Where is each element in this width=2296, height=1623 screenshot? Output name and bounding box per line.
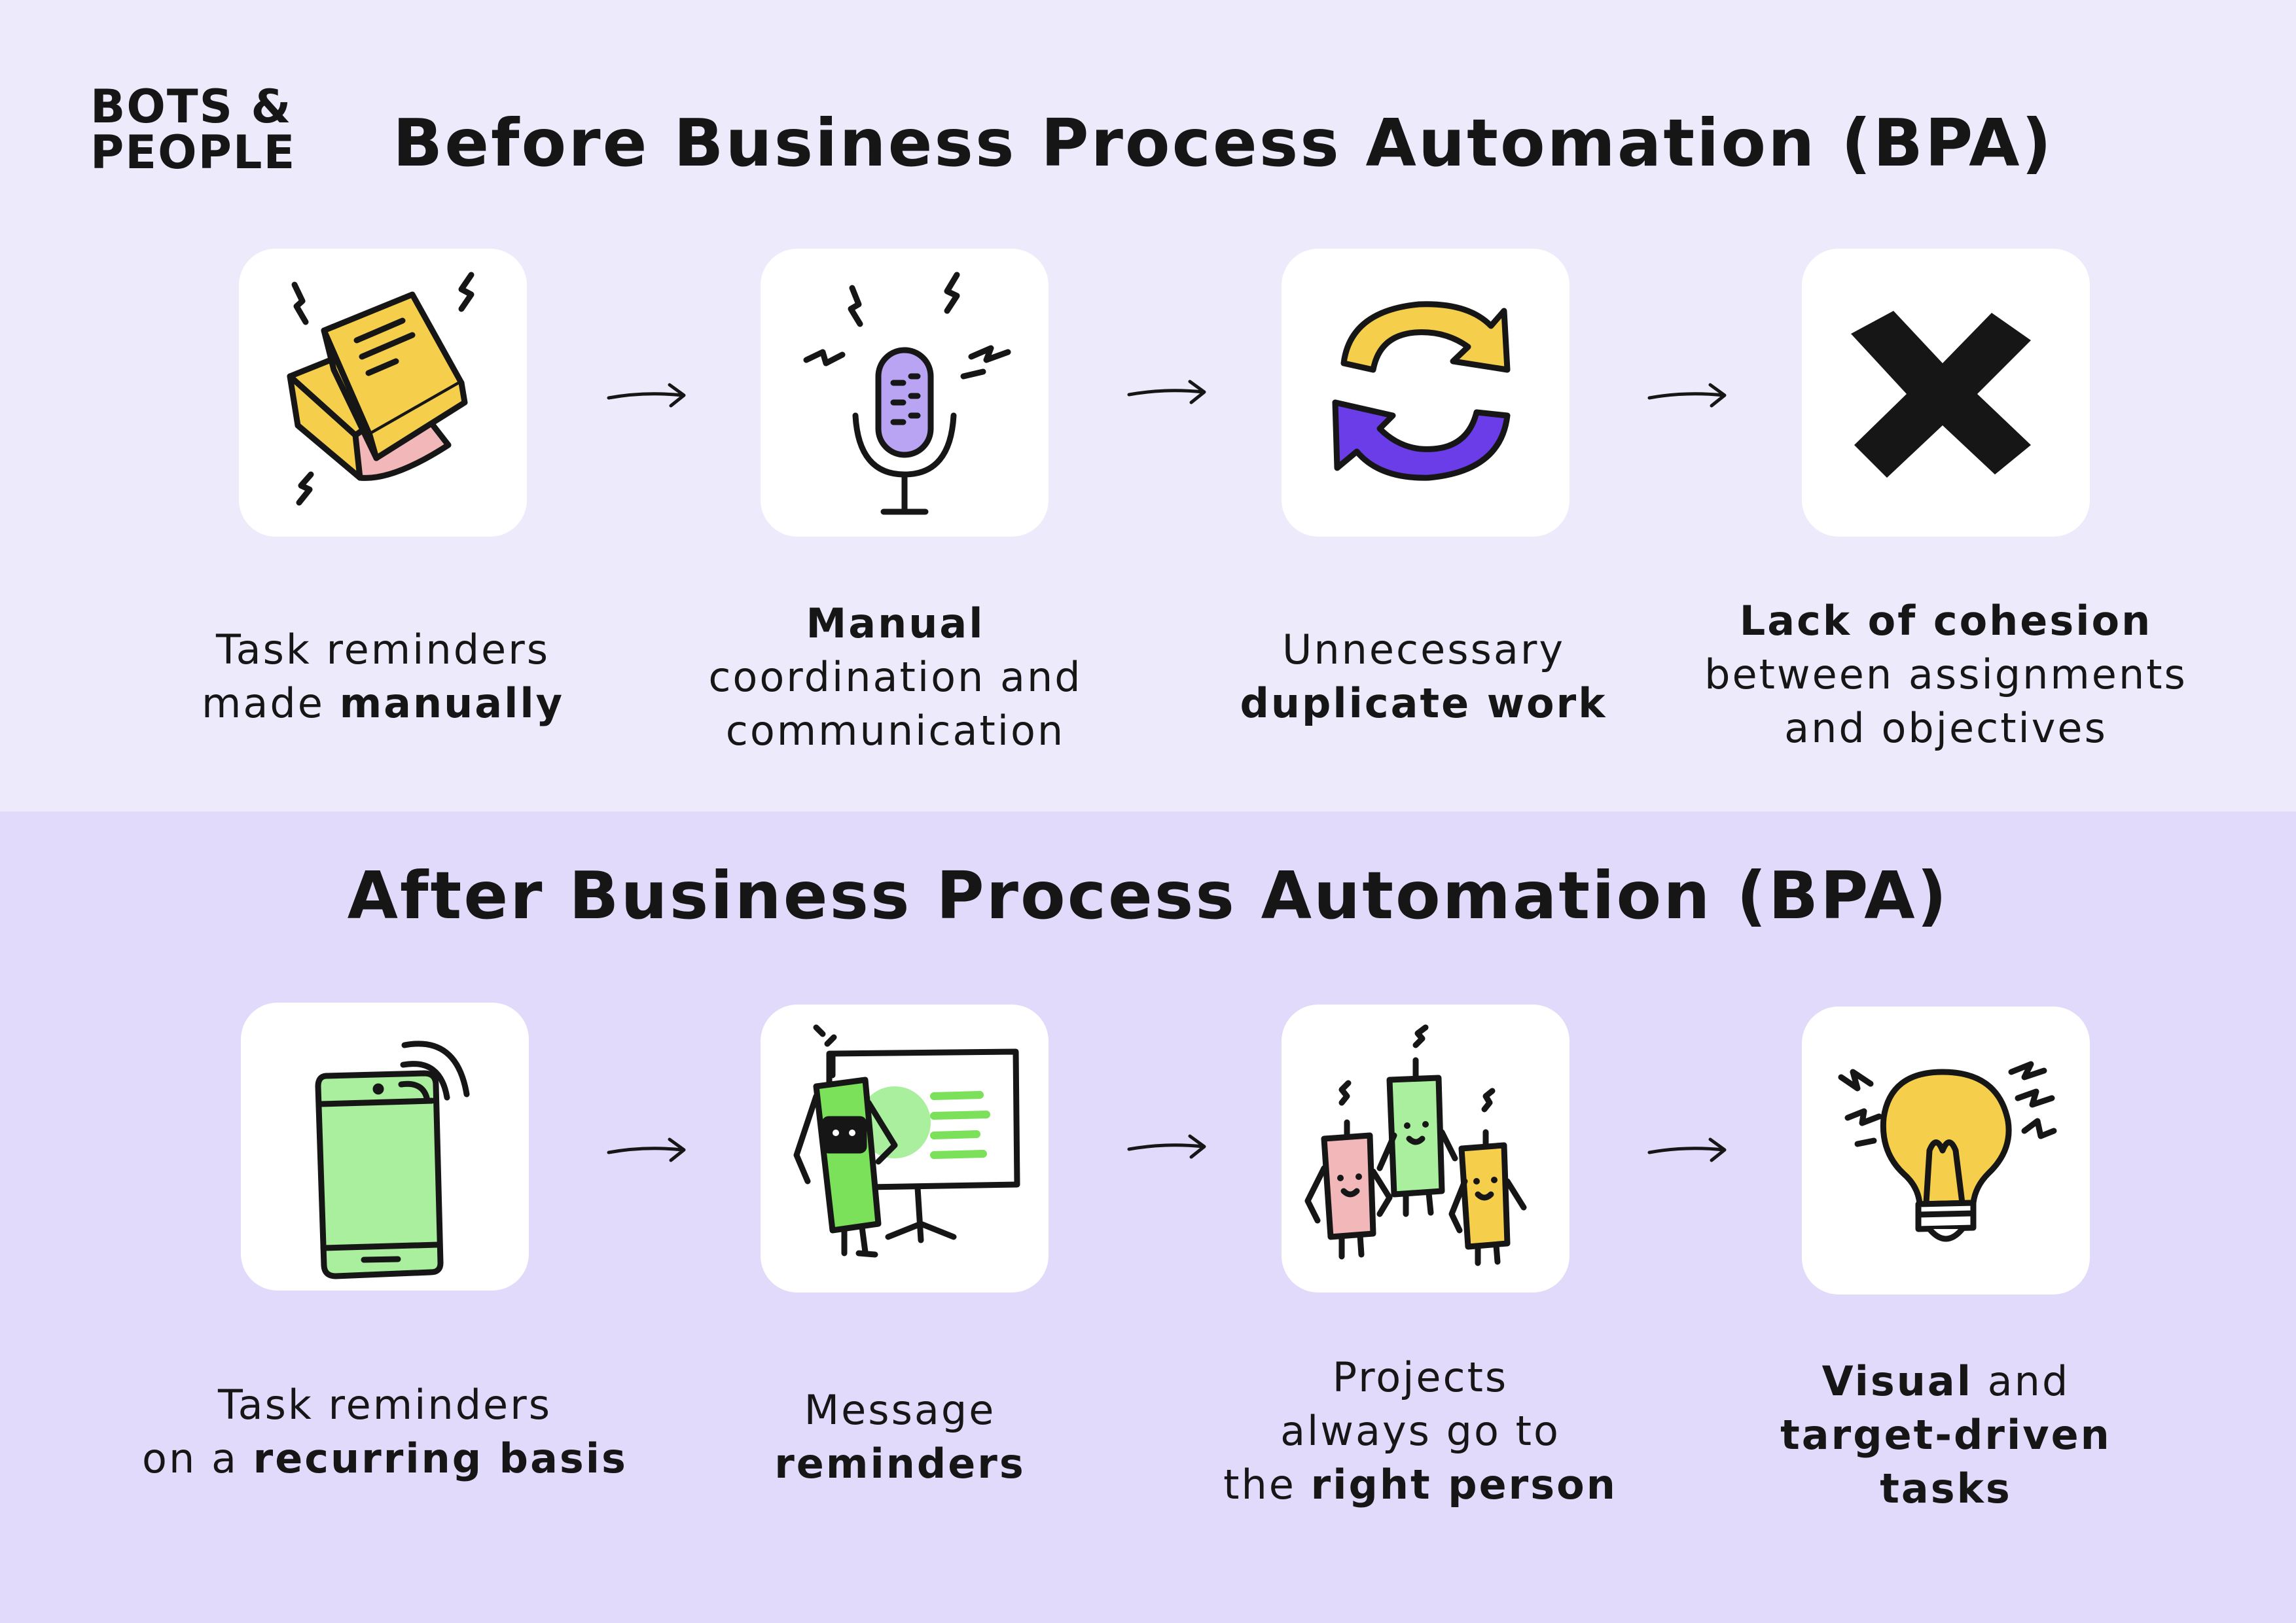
flow-arrow-1 [607,383,686,408]
caption-line: Task reminders [123,1378,647,1432]
caption-line: on a recurring basis [123,1432,647,1486]
caption-text-bold: Manual [806,599,985,647]
caption-text-bold: recurring basis [253,1435,628,1482]
flow-arrow-2 [1127,380,1206,404]
caption-task-reminders-manual: Task reminders made manually [121,623,645,730]
caption-message-reminders: Message reminders [638,1383,1162,1491]
caption-line: made manually [121,677,645,730]
flow-arrow-6 [1647,1137,1727,1162]
caption-text-bold: right person [1310,1461,1617,1508]
smartphone-icon [315,1041,470,1279]
caption-text: Projects [1332,1353,1509,1401]
step-card-manual-coordination [761,249,1049,537]
caption-target-driven-tasks: Visual and target-driven tasks [1684,1355,2208,1516]
caption-recurring-reminders: Task reminders on a recurring basis [123,1378,647,1486]
caption-text-bold: target-driven [1780,1411,2111,1459]
caption-text-bold: Lack of cohesion [1739,597,2153,645]
caption-line: and objectives [1684,702,2208,755]
caption-line: Projects [1158,1351,1682,1404]
robot-team-icon [1304,1024,1527,1266]
caption-text: always go to [1280,1407,1560,1455]
caption-text: on a [142,1435,253,1482]
caption-text: Task reminders [216,626,550,673]
caption-line: target-driven [1684,1408,2208,1462]
caption-line: the right person [1158,1458,1682,1512]
caption-text: Unnecessary [1282,626,1566,673]
caption-text: communication [725,707,1066,755]
caption-line: Unnecessary [1162,623,1685,677]
caption-line: communication [634,704,1157,758]
caption-text-bold: reminders [774,1440,1026,1488]
caption-text: and objectives [1784,704,2108,752]
caption-line: Manual [634,597,1157,651]
books-icon [287,272,475,506]
caption-text: Message [804,1386,996,1434]
caption-text-bold: Visual [1821,1357,1973,1405]
caption-lack-of-cohesion: Lack of cohesion between assignments and… [1684,594,2208,755]
robot-presentation-icon [793,1024,1020,1258]
caption-right-person: Projects always go to the right person [1158,1351,1682,1512]
step-card-recurring-reminders [241,1003,529,1291]
caption-line: reminders [638,1437,1162,1491]
step-card-target-driven-tasks [1802,1007,2090,1294]
brand-logo-line2: PEOPLE [90,126,296,179]
caption-text-bold: duplicate work [1240,679,1607,727]
brand-logo: BOTS & PEOPLE [90,84,296,175]
caption-text: coordination and [708,653,1083,701]
step-card-task-reminders-manual [239,249,527,537]
brand-logo-line1: BOTS & [90,80,293,134]
caption-line: Lack of cohesion [1684,594,2208,648]
lightbulb-icon [1838,1061,2057,1242]
caption-text: Task reminders [218,1381,552,1429]
before-title: Before Business Process Automation (BPA) [393,105,2054,181]
flow-arrow-3 [1647,383,1727,408]
caption-text: and [1972,1357,2070,1405]
flow-arrow-4 [607,1137,686,1162]
flow-arrow-5 [1127,1134,1206,1159]
step-card-right-person [1282,1005,1570,1293]
refresh-arrows-icon [1332,301,1511,481]
caption-line: between assignments [1684,648,2208,702]
caption-text-bold: tasks [1880,1465,2012,1512]
caption-line: Message [638,1383,1162,1437]
step-card-message-reminders [761,1005,1049,1293]
caption-line: Visual and [1684,1355,2208,1408]
caption-duplicate-work: Unnecessary duplicate work [1162,623,1685,730]
caption-text: between assignments [1704,651,2187,698]
microphone-icon [803,272,1011,515]
caption-text-bold: manually [339,679,565,727]
after-title: After Business Process Automation (BPA) [347,857,1949,934]
caption-text: the [1223,1461,1311,1508]
step-card-duplicate-work [1282,249,1570,537]
caption-line: coordination and [634,651,1157,704]
caption-manual-coordination: Manual coordination and communication [634,597,1157,758]
caption-line: duplicate work [1162,677,1685,730]
caption-line: Task reminders [121,623,645,677]
caption-line: always go to [1158,1404,1682,1458]
caption-line: tasks [1684,1462,2208,1516]
caption-text: made [201,679,340,727]
cross-icon [1851,311,2031,478]
step-card-lack-of-cohesion [1802,249,2090,537]
